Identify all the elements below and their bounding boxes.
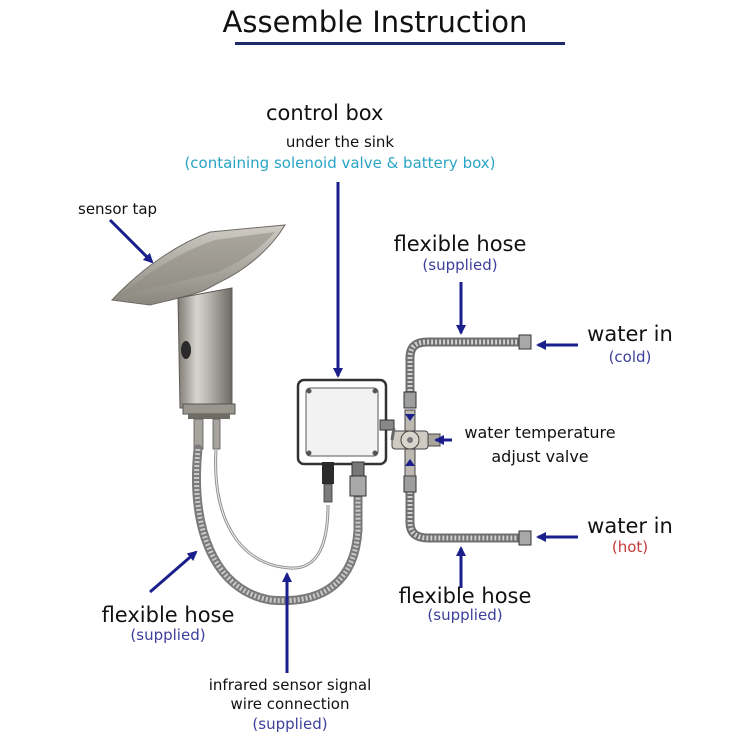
sensor-wire-label-line2: wire connection <box>230 695 350 713</box>
control-box-contents: (containing solenoid valve & battery box… <box>184 154 496 172</box>
sensor-tap-label: sensor tap <box>78 200 158 218</box>
water-in-hot-label: water in <box>587 514 673 538</box>
hose-top-right-note: (supplied) <box>422 256 498 274</box>
arrow-hose-left <box>149 550 198 594</box>
arrow-sensor-tap <box>108 218 154 264</box>
water-in-cold-label: water in <box>587 322 673 346</box>
hose-top-right-label: flexible hose <box>393 232 527 256</box>
right-hose-assembly <box>390 334 532 546</box>
hose-left-label: flexible hose <box>101 603 235 627</box>
temp-valve-label-line1: water temperature <box>464 423 616 442</box>
water-in-hot-note: (hot) <box>611 538 649 556</box>
valve-flow-marks <box>405 414 415 466</box>
hose-bottom-right-label: flexible hose <box>398 584 532 608</box>
control-box <box>296 378 395 503</box>
temp-valve-label-line2: adjust valve <box>491 447 589 466</box>
control-box-location: under the sink <box>285 133 395 151</box>
diagram-title: Assemble Instruction <box>222 5 528 39</box>
sensor-tap <box>110 224 286 450</box>
sensor-wire-note: (supplied) <box>252 715 328 733</box>
sensor-signal-wire <box>214 448 330 570</box>
hose-left-note: (supplied) <box>130 626 206 644</box>
water-in-cold-note: (cold) <box>608 348 652 366</box>
control-box-label: control box <box>266 101 384 125</box>
pointer-arrows <box>108 182 578 673</box>
hose-bottom-right-note: (supplied) <box>427 606 503 624</box>
sensor-wire-label-line1: infrared sensor signal <box>208 676 372 694</box>
title-underline <box>235 42 565 45</box>
